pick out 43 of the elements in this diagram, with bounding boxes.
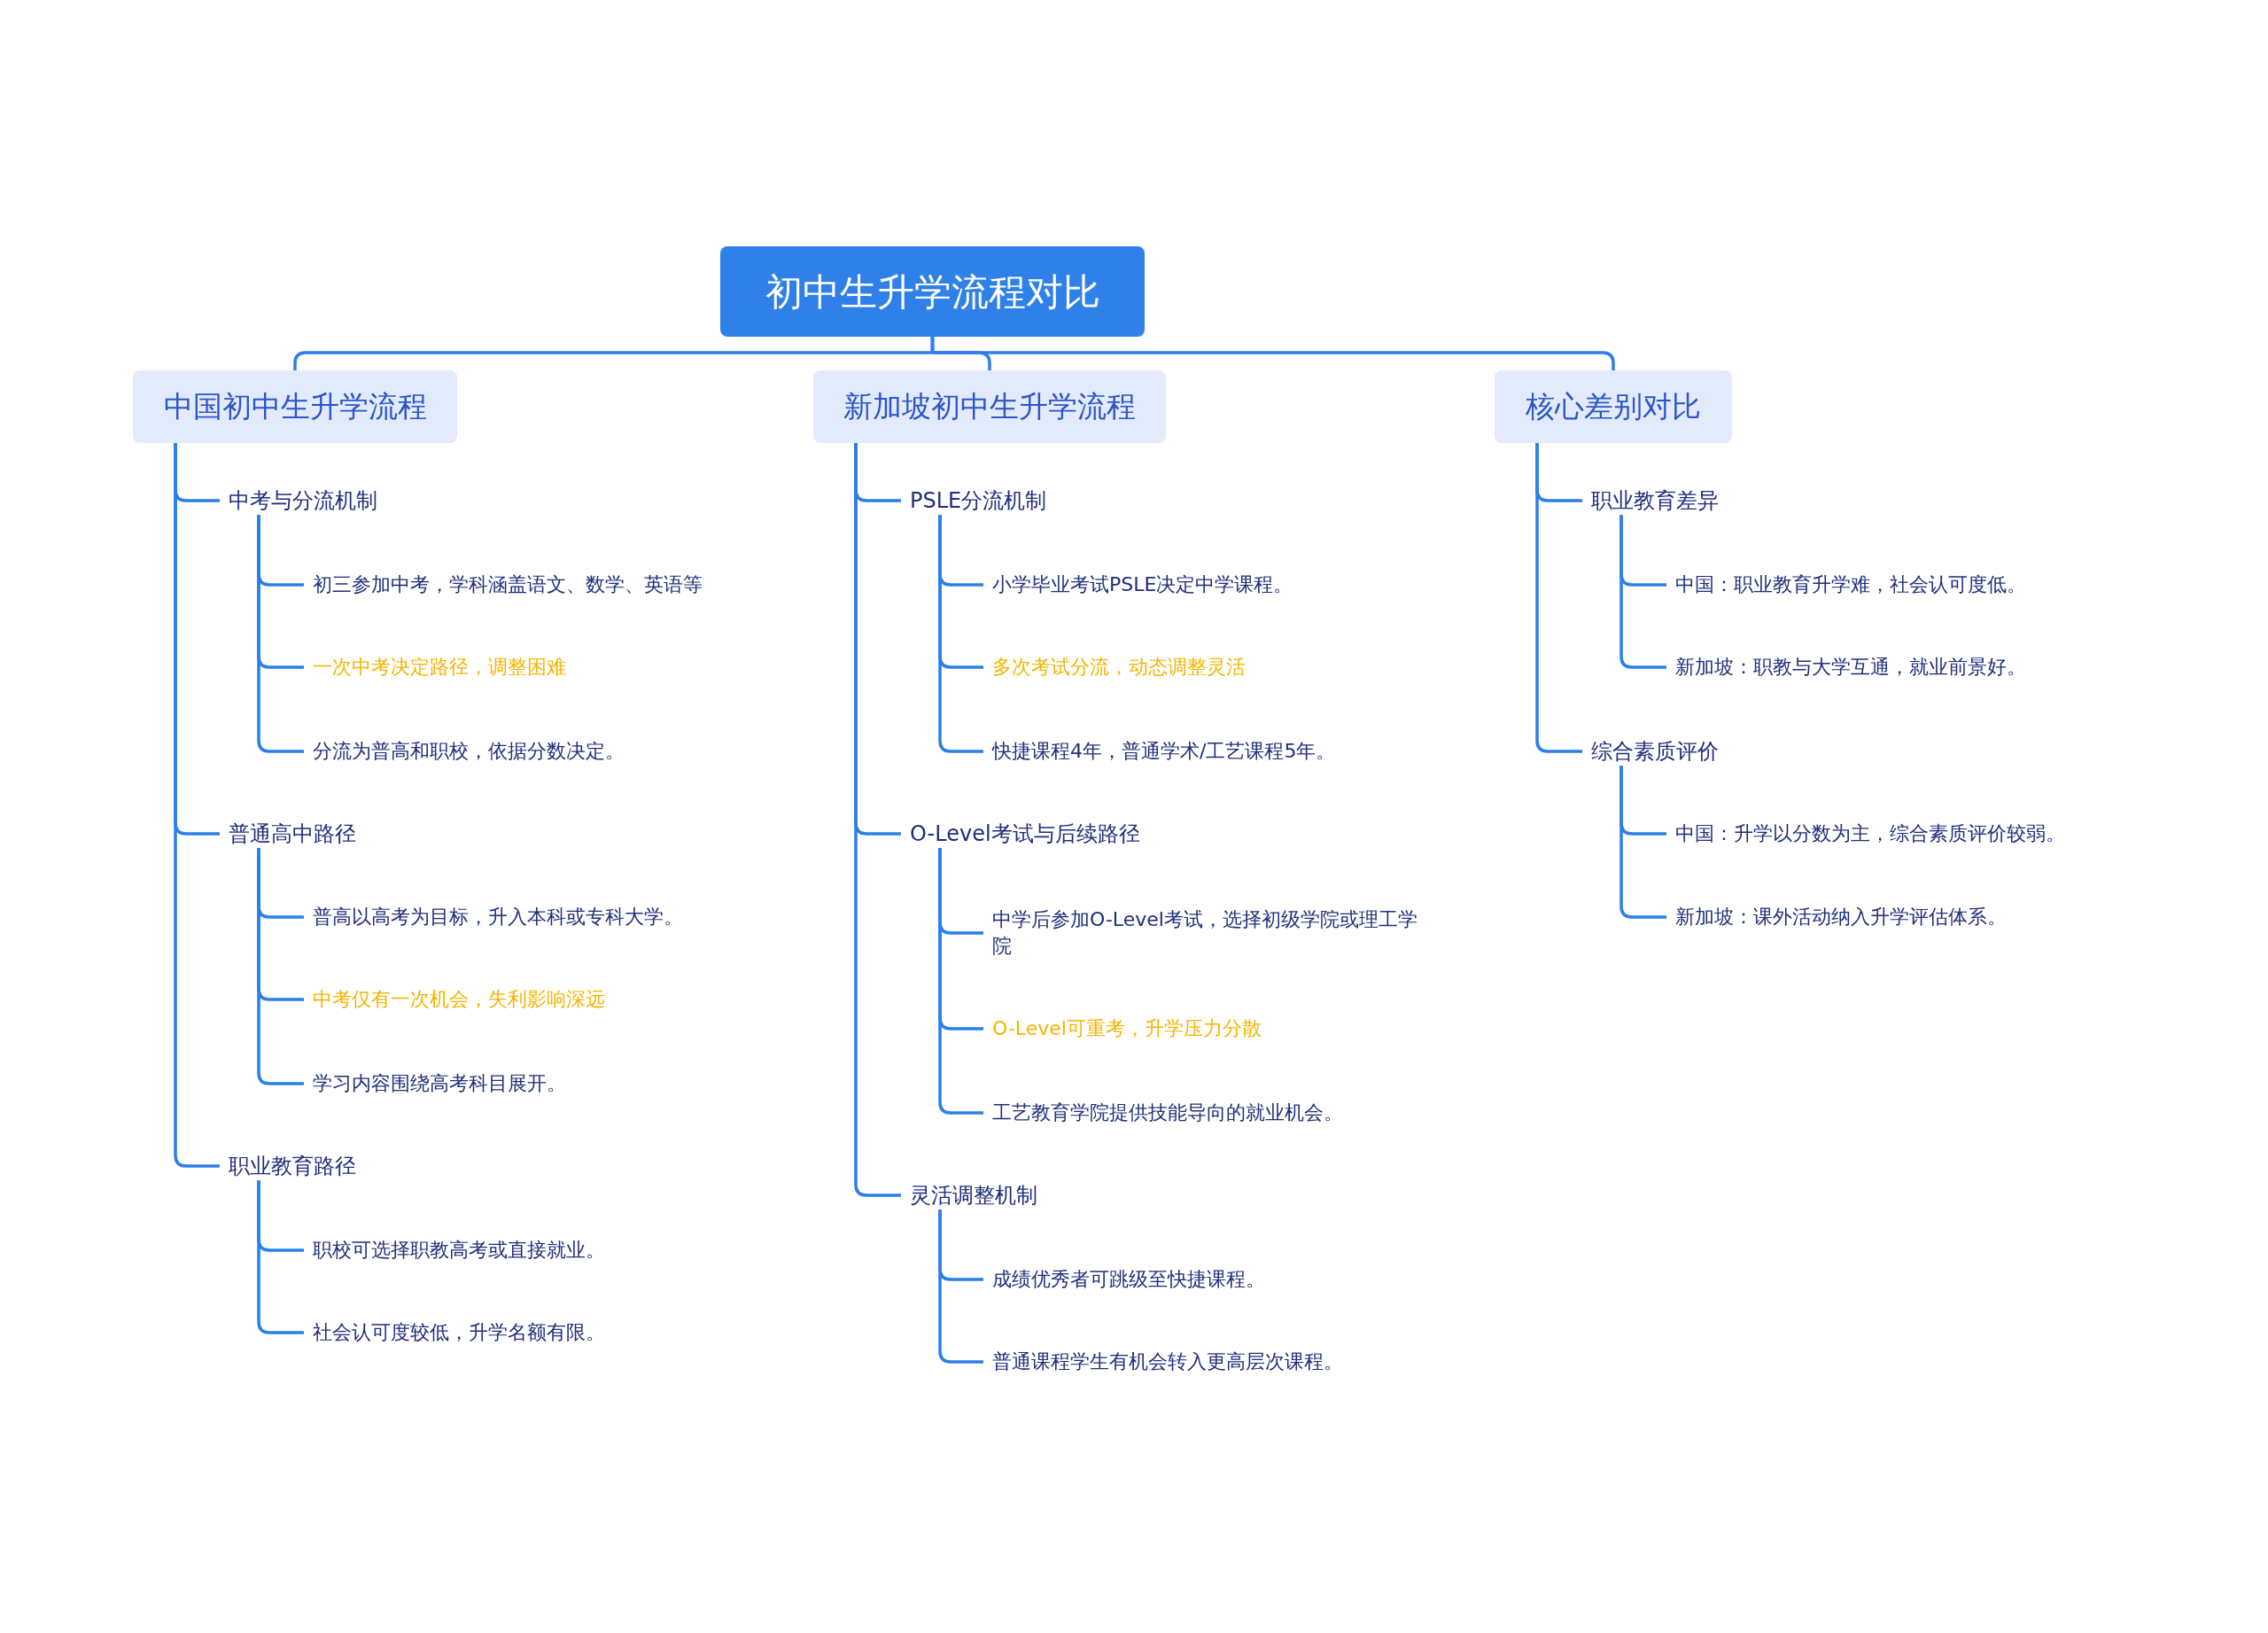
connector-line bbox=[257, 848, 304, 1085]
subtopic-text: 职业教育差异 bbox=[1582, 486, 1719, 516]
detail-text: 新加坡：课外活动纳入升学评估体系。 bbox=[1666, 904, 2007, 930]
connector-line bbox=[854, 443, 901, 1197]
connector-line bbox=[257, 1180, 304, 1334]
detail-text: 一次中考决定路径，调整困难 bbox=[304, 654, 566, 680]
subtopic-text: 普通高中路径 bbox=[220, 819, 356, 849]
branch-topic-box: 中国初中生升学流程 bbox=[133, 370, 457, 443]
detail-text: 中国：升学以分数为主，综合素质评价较弱。 bbox=[1666, 820, 2065, 847]
detail-text: 初三参加中考，学科涵盖语文、数学、英语等 bbox=[304, 572, 703, 598]
detail-text: 快捷课程4年，普通学术/工艺课程5年。 bbox=[983, 738, 1336, 765]
subtopic-text: O-Level考试与后续路径 bbox=[901, 819, 1140, 849]
detail-text: 成绩优秀者可跳级至快捷课程。 bbox=[983, 1266, 1265, 1293]
branch-topic-box: 新加坡初中生升学流程 bbox=[813, 370, 1166, 443]
connector-line bbox=[174, 443, 220, 1168]
detail-text: 中国：职业教育升学难，社会认可度低。 bbox=[1666, 572, 2026, 598]
detail-text: 多次考试分流，动态调整灵活 bbox=[983, 654, 1246, 680]
branch-topic-box: 核心差别对比 bbox=[1495, 370, 1732, 443]
detail-text: 小学毕业考试PSLE决定中学课程。 bbox=[983, 572, 1293, 598]
subtopic-text: 综合素质评价 bbox=[1582, 736, 1719, 766]
connector-line bbox=[1619, 515, 1666, 669]
detail-text: 分流为普高和职校，依据分数决定。 bbox=[304, 738, 625, 765]
connector-line bbox=[938, 515, 983, 753]
connector-line bbox=[938, 848, 983, 1115]
detail-text: 工艺教育学院提供技能导向的就业机会。 bbox=[983, 1100, 1343, 1126]
detail-text: 新加坡：职教与大学互通，就业前景好。 bbox=[1666, 654, 2026, 680]
connector-line bbox=[1619, 766, 1666, 919]
detail-text: 学习内容围绕高考科目展开。 bbox=[304, 1070, 566, 1097]
connector-line bbox=[1535, 443, 1582, 753]
subtopic-text: 中考与分流机制 bbox=[220, 486, 377, 516]
subtopic-text: PSLE分流机制 bbox=[901, 486, 1047, 516]
detail-text: 普通课程学生有机会转入更高层次课程。 bbox=[983, 1349, 1343, 1375]
subtopic-text: 灵活调整机制 bbox=[901, 1180, 1037, 1210]
connector-line bbox=[257, 515, 304, 753]
subtopic-text: 职业教育路径 bbox=[220, 1151, 356, 1181]
detail-text: O-Level可重考，升学压力分散 bbox=[983, 1015, 1262, 1042]
detail-text: 职校可选择职教高考或直接就业。 bbox=[304, 1237, 605, 1264]
connector-line bbox=[938, 1209, 983, 1364]
detail-text: 中学后参加O-Level考试，选择初级学院或理工学院 bbox=[983, 906, 1426, 960]
detail-text: 中考仅有一次机会，失利影响深远 bbox=[304, 986, 605, 1013]
detail-text: 普高以高考为目标，升入本科或专科大学。 bbox=[304, 904, 683, 930]
detail-text: 社会认可度较低，升学名额有限。 bbox=[304, 1319, 605, 1346]
root-topic-box: 初中生升学流程对比 bbox=[720, 246, 1145, 337]
